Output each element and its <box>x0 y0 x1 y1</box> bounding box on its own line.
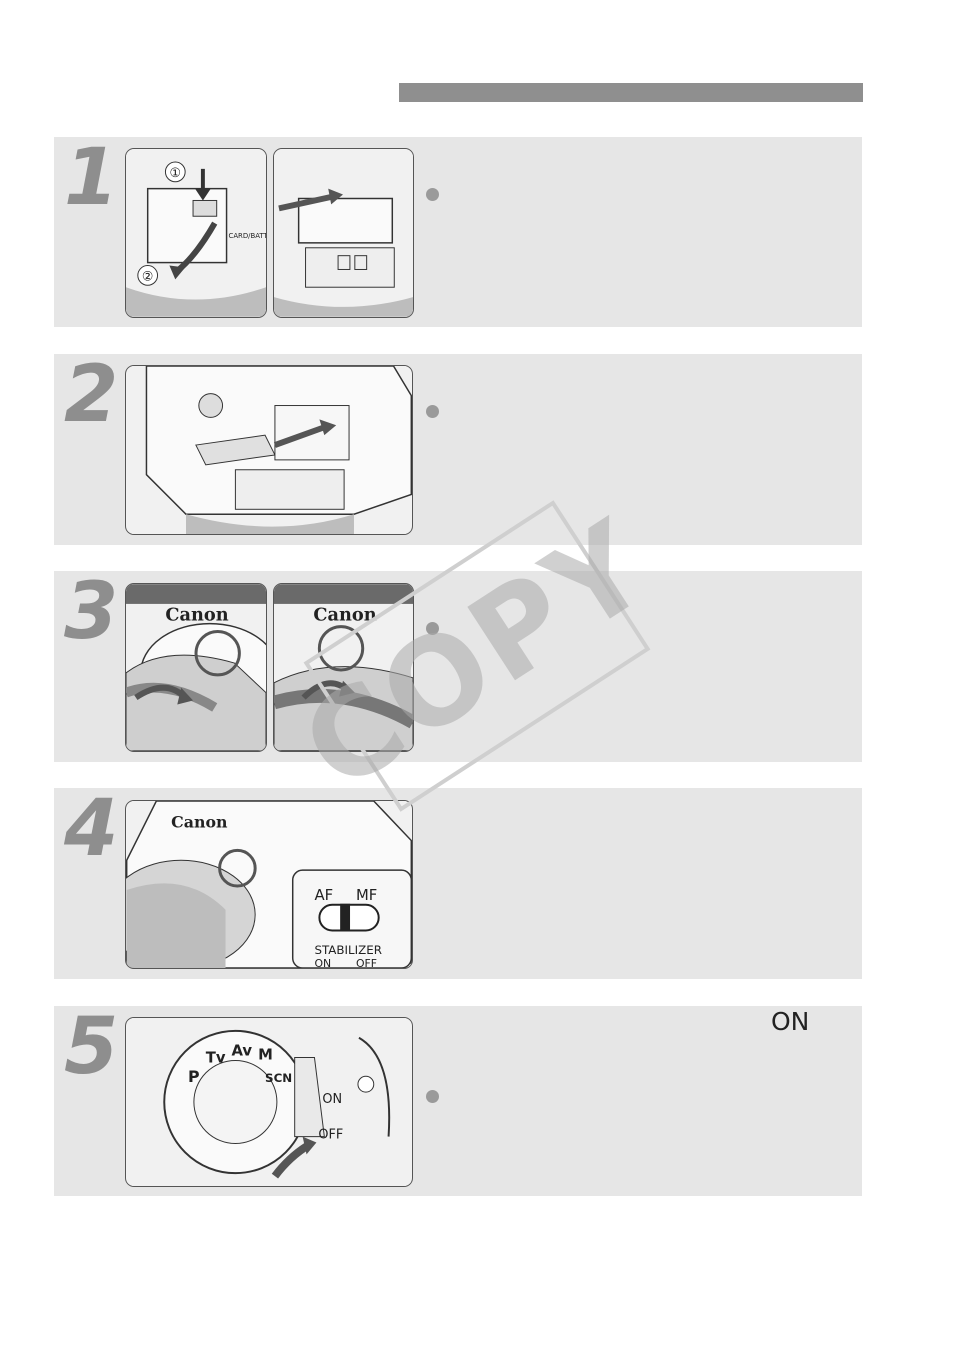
stabilizer-label: STABILIZER <box>314 943 381 957</box>
battery-door-open-illustration: ① ② CARD/BATT. OPEN <box>125 148 267 318</box>
lens-align-illustration: Canon <box>125 583 267 752</box>
focus-switch-illustration: Canon AF MF STABILIZER ON OFF <box>125 800 413 969</box>
card-insert-illustration <box>125 365 413 535</box>
mode-p: P <box>188 1067 200 1086</box>
brand-logo: Canon <box>171 813 228 832</box>
callout-2: ② <box>142 269 153 284</box>
step-5-panel: 5 P Tv Av M SCN ON OFF ON <box>54 1006 862 1196</box>
battery-insert-illustration <box>273 148 414 318</box>
step-2-panel: 2 <box>54 354 862 545</box>
step-number: 4 <box>64 790 120 868</box>
on-switch-label: ON <box>771 1007 809 1036</box>
section-title-bar <box>399 83 863 102</box>
brand-logo: Canon <box>165 605 228 626</box>
step-1-panel: 1 ① ② CARD/BATT. OPEN <box>54 137 862 327</box>
mode-m: M <box>258 1047 273 1064</box>
stab-off-label: OFF <box>356 957 377 968</box>
bullet <box>426 1090 439 1103</box>
step-number: 1 <box>64 139 120 217</box>
callout-1: ① <box>170 166 181 181</box>
step-number: 5 <box>64 1008 120 1086</box>
step-4-panel: 4 Canon AF MF STABILIZER ON OFF <box>54 788 862 979</box>
bullet <box>426 188 439 201</box>
copy-watermark: COPY <box>304 500 651 812</box>
mode-tv: Tv <box>206 1049 226 1066</box>
dial-on-label: ON <box>322 1092 342 1107</box>
mode-scn: SCN <box>265 1071 292 1085</box>
step-number: 2 <box>64 356 120 434</box>
bullet <box>426 405 439 418</box>
door-label: CARD/BATT. OPEN <box>229 232 266 240</box>
mf-label: MF <box>356 887 377 904</box>
power-switch-illustration: P Tv Av M SCN ON OFF <box>125 1017 413 1187</box>
step-number: 3 <box>64 573 120 651</box>
af-label: AF <box>314 887 333 904</box>
stab-on-label: ON <box>314 957 331 968</box>
mode-av: Av <box>231 1043 252 1060</box>
dial-off-label: OFF <box>318 1128 343 1143</box>
